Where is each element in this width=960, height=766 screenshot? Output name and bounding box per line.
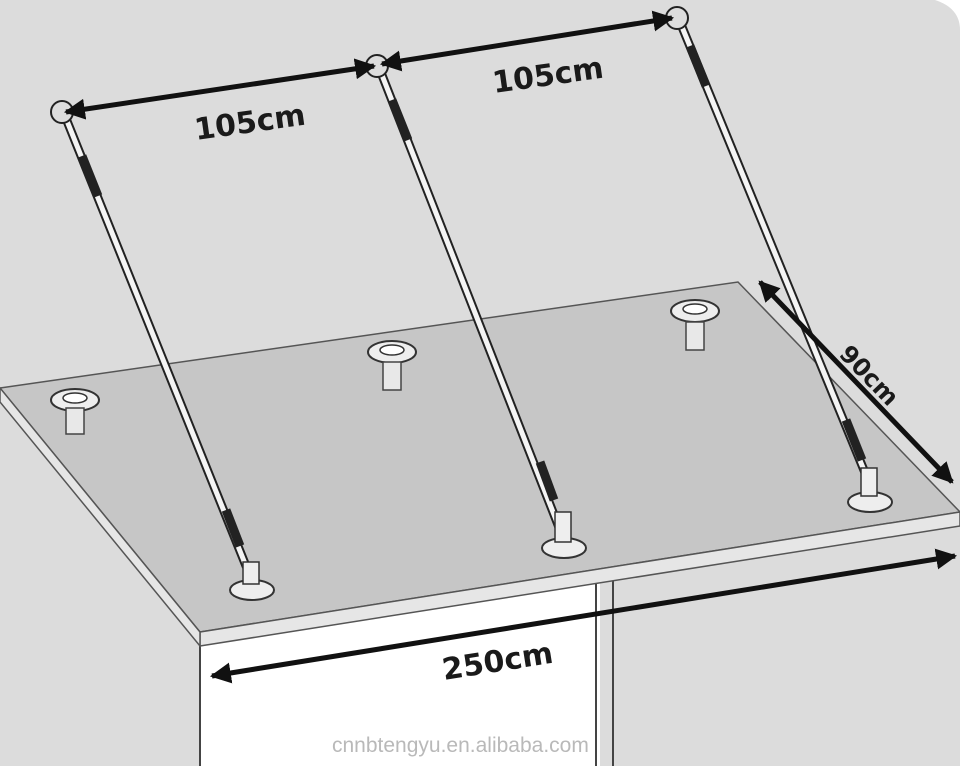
dimension-arrow-span-left xyxy=(63,58,377,120)
wall-fitting-middle xyxy=(367,340,417,391)
wall-fitting-right xyxy=(670,299,720,351)
watermark: cnnbtengyu.en.alibaba.com xyxy=(332,734,589,757)
dimension-arrow-span-right xyxy=(379,10,675,72)
dimension-arrow-width xyxy=(209,548,958,684)
wall-fitting-left xyxy=(50,388,100,435)
dimension-arrow-depth xyxy=(758,280,954,484)
